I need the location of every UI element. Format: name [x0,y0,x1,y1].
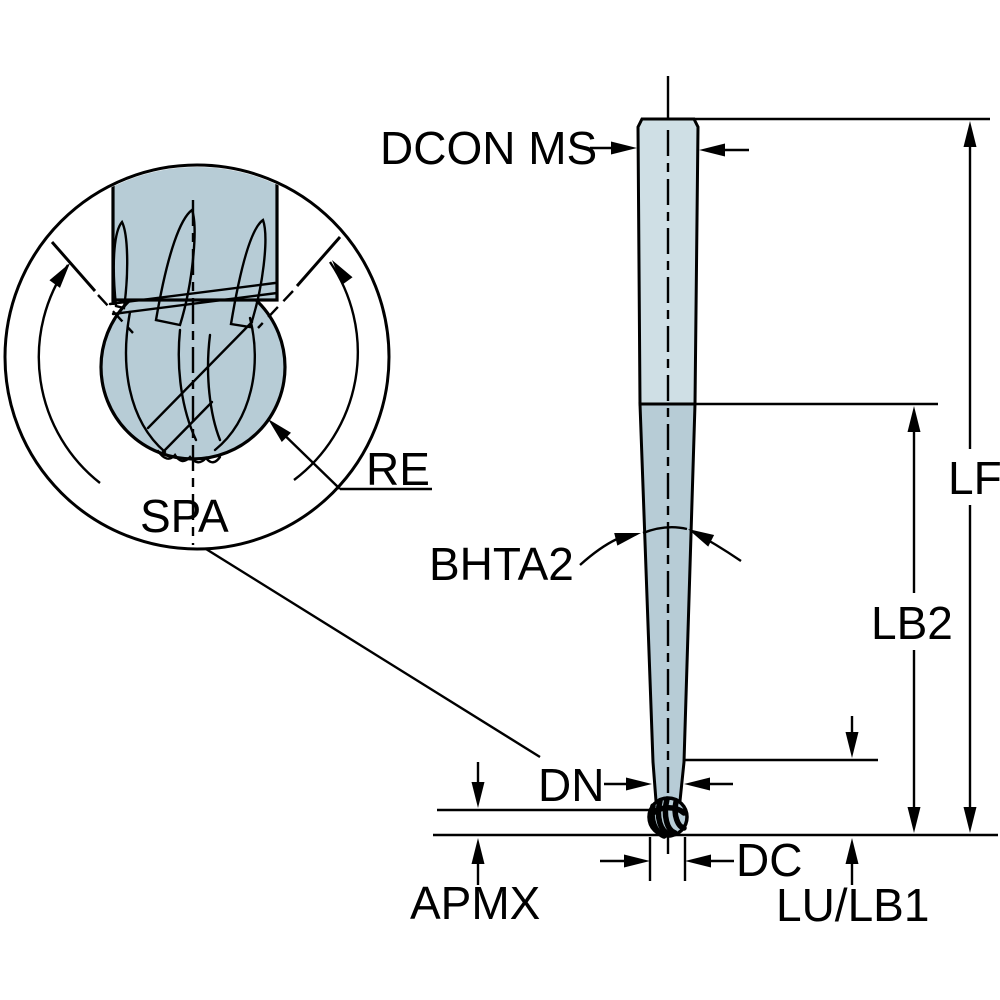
spa-angle: SPA [37,236,359,542]
label-spa: SPA [140,490,229,542]
label-re: RE [366,443,430,495]
detail-circle [3,163,391,551]
ball-tip-flutes [649,796,687,839]
label-bhta2: BHTA2 [429,538,574,590]
detail-flute-blade [112,219,129,310]
detail-circle-view: SPA RE [3,163,541,759]
dimension-bhta2: BHTA2 [429,523,742,590]
extension-lines [433,117,998,881]
dimension-dc: DC [600,834,802,886]
label-dc: DC [736,834,802,886]
dimension-lu-lb1: LU/LB1 [776,716,929,931]
detail-flute-blade [229,218,267,329]
label-dn: DN [538,759,604,811]
label-dcon: DCON MS [380,122,597,174]
dimension-lb2: LB2 [871,406,953,833]
tool-profile [636,76,700,854]
label-apmx: APMX [410,877,540,929]
dimension-lf: LF [948,121,1000,833]
label-lu-lb1: LU/LB1 [776,879,929,931]
detail-leader-line [205,547,541,759]
dimension-dcon: DCON MS [380,122,749,174]
label-lf: LF [948,452,1000,504]
dimension-dn: DN [538,759,733,811]
label-lb2: LB2 [871,597,953,649]
detail-tool [99,167,287,545]
re-leader: RE [263,414,432,495]
dimension-apmx: APMX [410,762,540,929]
